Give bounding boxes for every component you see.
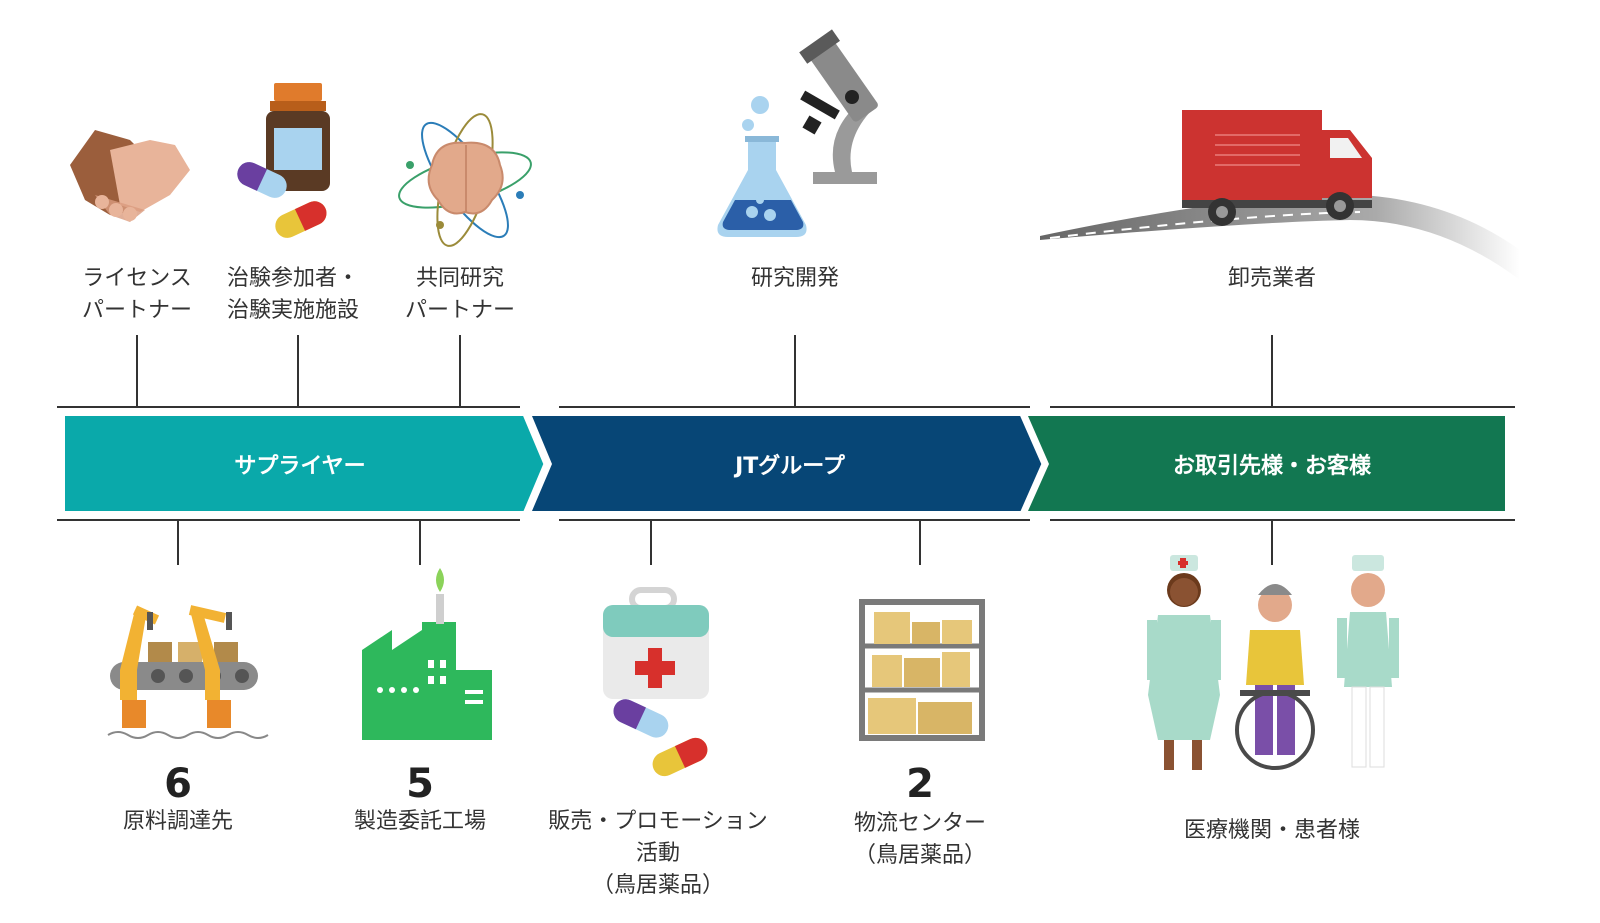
medical-staff-patient-icon [1147, 555, 1399, 770]
divider-lines [57, 335, 1515, 565]
handshake-icon [70, 130, 190, 222]
flask-microscope-icon [717, 29, 878, 237]
medicine-bottle-icon [237, 83, 330, 238]
first-aid-kit-icon [603, 587, 709, 777]
label-logistics-centers: 物流センター （鳥居薬品） [853, 811, 987, 868]
band-label-suppliers: サプライヤー [234, 454, 366, 479]
label-clinical-sites: 治験参加者・ 治験実施施設 [226, 266, 360, 323]
label-license-partner: ライセンス パートナー [81, 266, 193, 323]
label-medical-patients: 医療機関・患者様 [1183, 818, 1361, 843]
factory-icon [362, 568, 492, 740]
robot-arm-factory-icon [107, 605, 269, 739]
label-rnd: 研究開発 [750, 266, 840, 291]
warehouse-shelf-icon [859, 599, 985, 741]
label-raw-material-suppliers: 原料調達先 [122, 809, 234, 834]
atom-brain-icon [398, 113, 532, 247]
label-research-partner: 共同研究 パートナー [404, 266, 516, 323]
band-jt-group [532, 416, 1043, 511]
label-wholesalers: 卸売業者 [1227, 266, 1317, 291]
band-customers [1028, 416, 1505, 511]
band-label-customers: お取引先様・お客様 [1172, 454, 1372, 479]
count-contract-factories: 5 [406, 761, 434, 807]
label-sales-promotion: 販売・プロモーション 活動 （鳥居薬品） [548, 809, 768, 898]
label-contract-factories: 製造委託工場 [353, 809, 487, 834]
delivery-truck-icon [1040, 110, 1520, 280]
band-suppliers [65, 416, 545, 511]
count-logistics-centers: 2 [906, 761, 934, 807]
band-label-jt-group: JTグループ [735, 454, 845, 479]
count-raw-material-suppliers: 6 [164, 761, 192, 807]
